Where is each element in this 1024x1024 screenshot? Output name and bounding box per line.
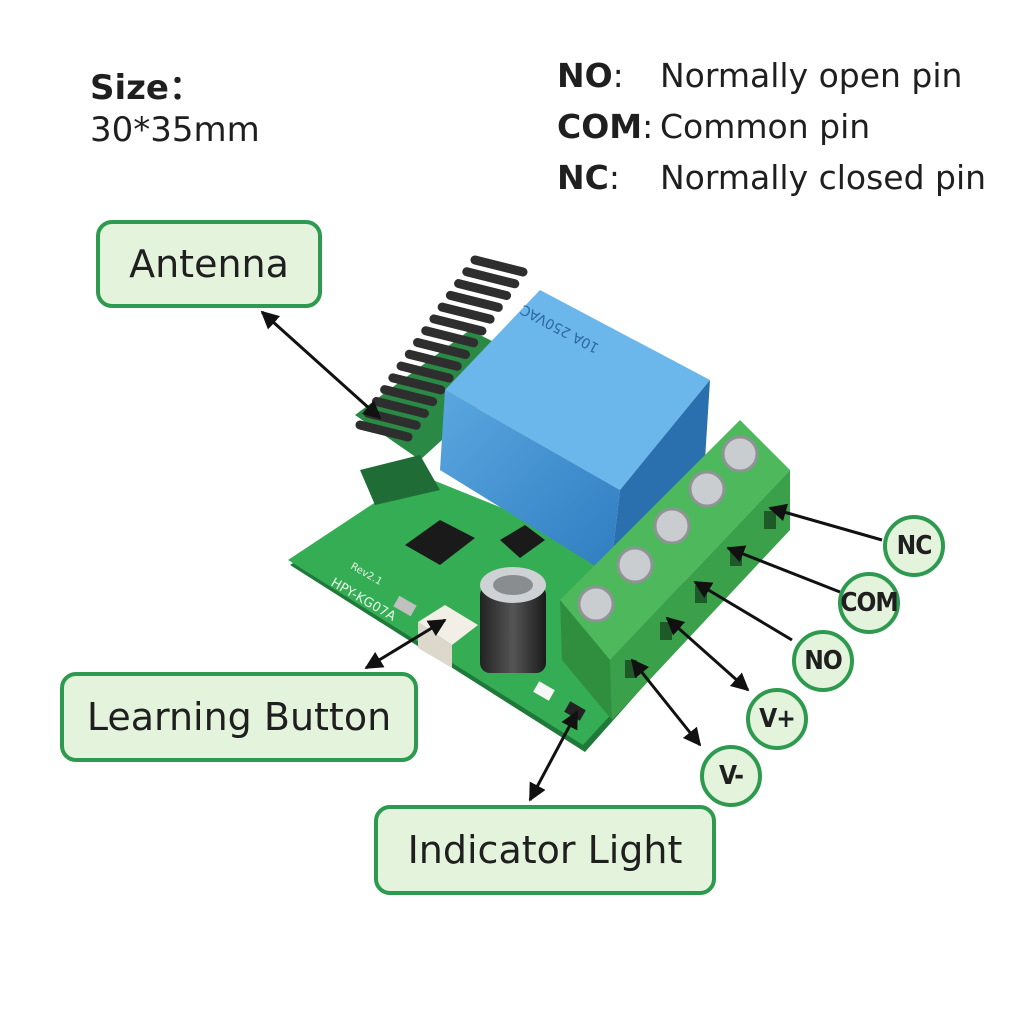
nc-arrow [768, 503, 883, 542]
size-label: Size： [90, 68, 203, 108]
vplus-arrow [665, 616, 750, 692]
size-value: 30*35mm [90, 110, 260, 150]
legend-row-no: NO: Normally open pin [557, 50, 986, 101]
antenna-winding [396, 361, 454, 383]
antenna-winding [421, 326, 479, 348]
antenna-winding [404, 349, 462, 371]
pin-vplus-badge: V+ [746, 688, 808, 750]
indicator-light-callout: Indicator Light [374, 805, 716, 895]
antenna-arrow [260, 310, 382, 420]
legend-text: Normally closed pin [660, 158, 987, 197]
antenna-winding [470, 255, 528, 277]
pin-com-badge: COM [838, 572, 900, 634]
antenna-winding [380, 385, 438, 407]
callout-arrows [260, 310, 883, 802]
antenna-winding [429, 314, 487, 336]
antenna-winding [445, 290, 503, 312]
legend-text: Normally open pin [660, 56, 963, 95]
legend-code: COM [557, 107, 643, 146]
indicator-light-arrow [528, 710, 579, 802]
legend-code: NC [557, 158, 609, 197]
antenna-coil [355, 255, 528, 442]
legend-separator: : [608, 158, 620, 197]
legend-row-nc: NC: Normally closed pin [557, 152, 986, 203]
pin-nc-badge: NC [883, 515, 945, 577]
legend-row-com: COM: Common pin [557, 101, 986, 152]
legend-separator: : [612, 56, 624, 95]
antenna-winding [355, 420, 413, 442]
terminal-screws [577, 435, 759, 623]
capacitor [480, 567, 546, 673]
antenna-winding [371, 396, 429, 418]
pin-vminus-badge: V- [700, 745, 762, 807]
antenna-winding [437, 302, 495, 324]
legend-text: Common pin [660, 107, 871, 146]
pin-legend: NO: Normally open pin COM: Common pin NC… [557, 50, 986, 203]
pin-no-badge: NO [792, 630, 854, 692]
com-arrow [726, 545, 841, 594]
antenna-winding [462, 267, 520, 289]
vminus-arrow [630, 658, 702, 747]
antenna-winding [454, 279, 512, 301]
antenna-callout: Antenna [96, 220, 322, 308]
learning-button-arrow [364, 618, 447, 670]
antenna-winding [413, 338, 470, 359]
antenna-winding [388, 373, 446, 395]
legend-code: NO [557, 56, 613, 95]
no-arrow [693, 580, 793, 642]
learning-button-callout: Learning Button [60, 672, 418, 762]
legend-separator: : [642, 107, 654, 146]
chip-components [393, 520, 545, 617]
